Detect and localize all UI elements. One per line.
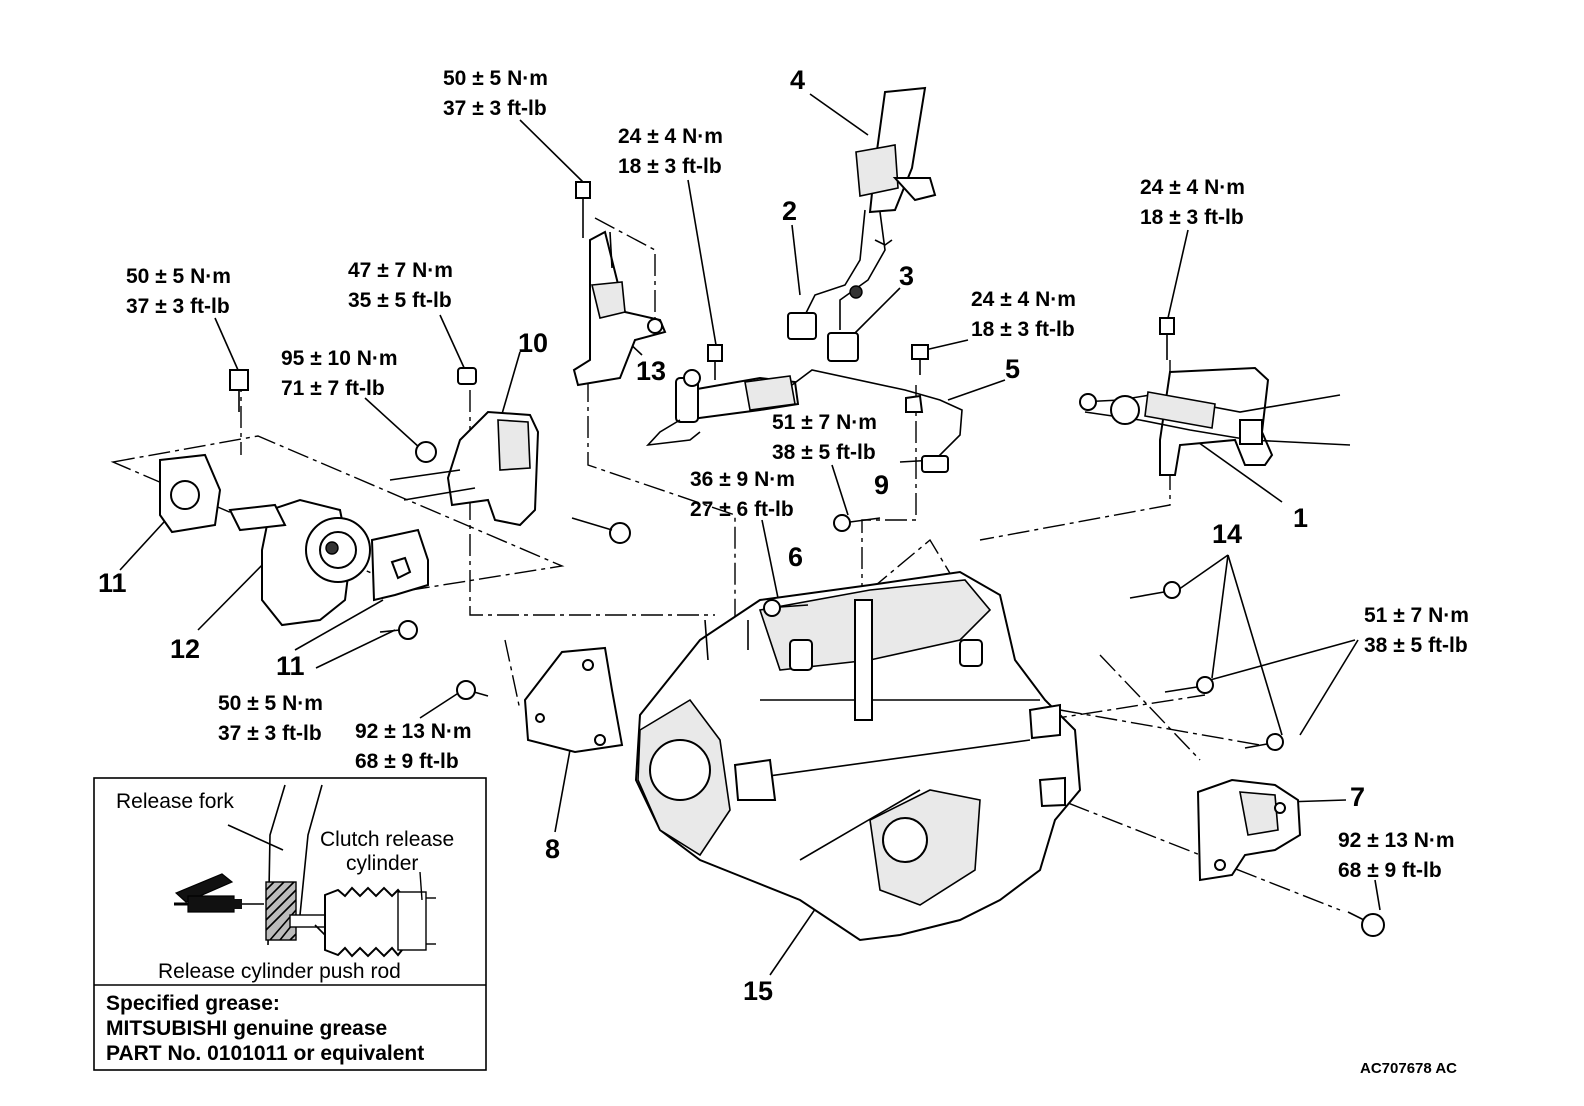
bolt-icon	[1159, 317, 1175, 360]
torque-label-7-ft: 71 ± 7 ft-lb	[281, 377, 385, 400]
bolt-icon	[833, 514, 881, 532]
torque-label-8-nm: 51 ± 7 N·m	[772, 411, 877, 434]
nut-icon	[457, 367, 477, 385]
nut-icon	[415, 441, 437, 463]
release-fork-label: Release fork	[116, 790, 234, 813]
callout-6: 6	[788, 542, 803, 572]
torque-label-12-nm: 92 ± 13 N·m	[355, 720, 472, 743]
cable-bracket	[1079, 366, 1351, 476]
torque-label-8-ft: 38 ± 5 ft-lb	[772, 441, 876, 464]
fasteners	[229, 181, 1385, 937]
bolt-icon	[229, 369, 249, 412]
callout-15: 15	[743, 976, 773, 1006]
torque-label-4-nm: 50 ± 5 N·m	[126, 265, 231, 288]
bolt-icon	[911, 344, 929, 375]
callout-1: 1	[1293, 503, 1308, 533]
bolt-icon	[1244, 733, 1284, 751]
bolt-icon	[1347, 911, 1385, 937]
clutch-release-cylinder	[645, 369, 963, 473]
torque-label-7-nm: 95 ± 10 N·m	[281, 347, 398, 370]
transmission-mount	[159, 453, 429, 627]
callout-5: 5	[1005, 354, 1020, 384]
bracket-13	[572, 230, 667, 387]
grease-inset: Release fork Clutch release cylinder Rel…	[93, 777, 487, 1071]
torque-label-5-ft: 35 ± 5 ft-lb	[348, 289, 452, 312]
torque-label-10-ft: 38 ± 5 ft-lb	[1364, 634, 1468, 657]
callout-2: 2	[782, 196, 797, 226]
transmission-case	[634, 570, 1082, 942]
torque-label-10-nm: 51 ± 7 N·m	[1364, 604, 1469, 627]
leader-lines	[119, 93, 1381, 976]
bolt-icon	[763, 599, 809, 617]
torque-labels: 50 ± 5 N·m 37 ± 3 ft-lb 24 ± 4 N·m 18 ± …	[126, 67, 1469, 882]
torque-label-9-nm: 36 ± 9 N·m	[690, 468, 795, 491]
torque-label-9-ft: 27 ± 6 ft-lb	[690, 498, 794, 521]
part-drawings	[159, 86, 1385, 942]
torque-label-5-nm: 47 ± 7 N·m	[348, 259, 453, 282]
bolt-icon	[379, 620, 418, 640]
bracket-10	[389, 410, 540, 527]
torque-label-6-ft: 18 ± 3 ft-lb	[971, 318, 1075, 341]
callout-9: 9	[874, 470, 889, 500]
torque-label-4-ft: 37 ± 3 ft-lb	[126, 295, 230, 318]
bolt-icon	[1129, 581, 1181, 599]
torque-label-6-nm: 24 ± 4 N·m	[971, 288, 1076, 311]
callout-13: 13	[636, 356, 666, 386]
torque-label-13-nm: 92 ± 13 N·m	[1338, 829, 1455, 852]
bolt-icon	[575, 181, 591, 238]
callout-3: 3	[899, 261, 914, 291]
torque-label-1-nm: 50 ± 5 N·m	[443, 67, 548, 90]
torque-label-11-ft: 37 ± 3 ft-lb	[218, 722, 322, 745]
callout-7: 7	[1350, 782, 1365, 812]
torque-label-12-ft: 68 ± 9 ft-lb	[355, 750, 459, 773]
torque-label-2-ft: 18 ± 3 ft-lb	[618, 155, 722, 178]
wiring-harness	[787, 86, 937, 362]
torque-label-1-ft: 37 ± 3 ft-lb	[443, 97, 547, 120]
callout-11-lower: 11	[276, 651, 305, 681]
bracket-8	[523, 646, 624, 754]
push-rod-label: Release cylinder push rod	[158, 960, 401, 983]
clutch-release-label-line1: Clutch release	[320, 828, 454, 851]
callout-10: 10	[518, 328, 548, 358]
bolt-icon	[1164, 676, 1214, 694]
callout-numbers: 1 2 3 4 5 6 7 8 9 10 11 11 12 13 14 15	[98, 65, 1365, 1006]
torque-label-3-nm: 24 ± 4 N·m	[1140, 176, 1245, 199]
clutch-release-label-line2: cylinder	[346, 852, 418, 875]
torque-label-11-nm: 50 ± 5 N·m	[218, 692, 323, 715]
figure-code: AC707678 AC	[1360, 1060, 1457, 1077]
grease-gun-icon	[174, 873, 264, 913]
grease-line2: PART No. 0101011 or equivalent	[106, 1042, 424, 1065]
torque-label-2-nm: 24 ± 4 N·m	[618, 125, 723, 148]
callout-12: 12	[170, 634, 200, 664]
bolt-icon	[707, 344, 723, 380]
bolt-icon	[456, 680, 489, 700]
bracket-7	[1196, 778, 1302, 882]
grease-title: Specified grease:	[106, 992, 280, 1015]
torque-label-3-ft: 18 ± 3 ft-lb	[1140, 206, 1244, 229]
callout-4: 4	[790, 65, 805, 95]
callout-11-left: 11	[98, 568, 127, 598]
torque-label-13-ft: 68 ± 9 ft-lb	[1338, 859, 1442, 882]
callout-8: 8	[545, 834, 560, 864]
grease-line1: MITSUBISHI genuine grease	[106, 1017, 387, 1040]
callout-14: 14	[1212, 519, 1242, 549]
bolt-icon	[571, 517, 631, 544]
